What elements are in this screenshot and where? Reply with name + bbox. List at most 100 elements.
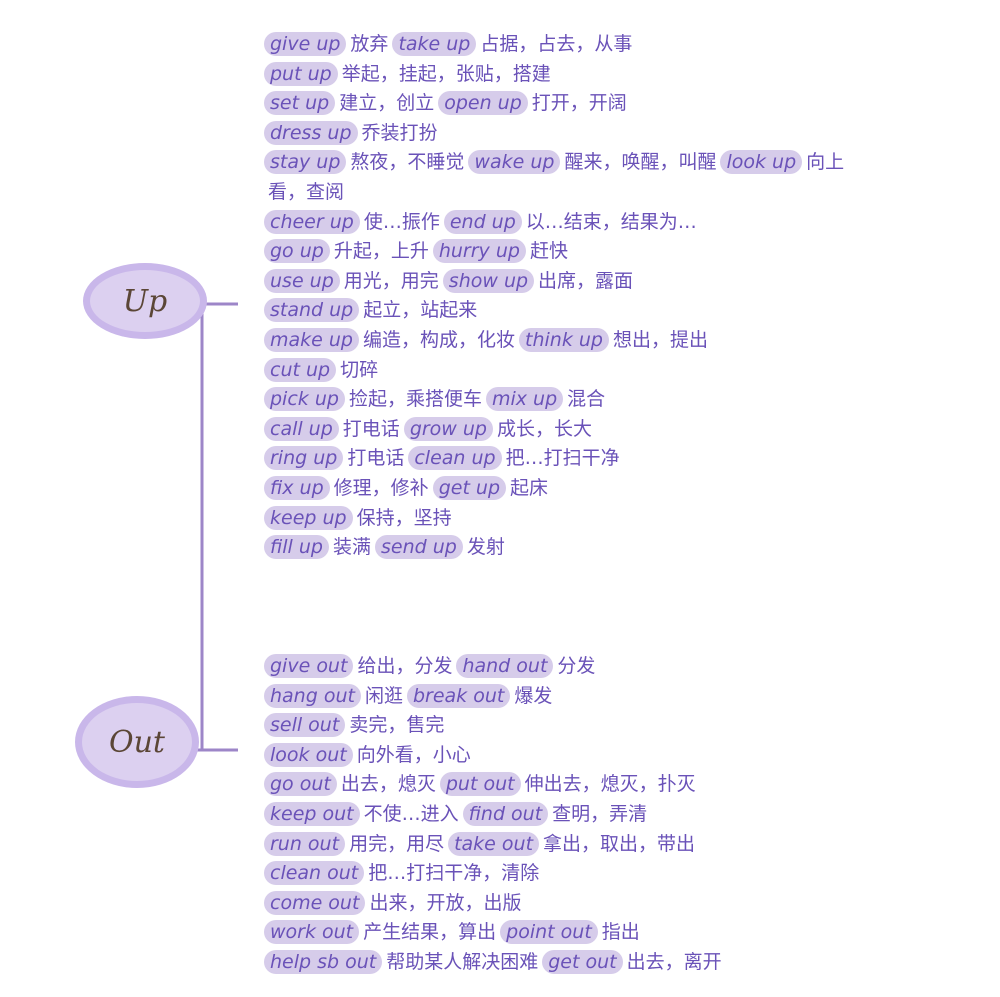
phrase-highlight: grow up (403, 416, 493, 441)
phrase-meaning: 用光，用完 (343, 269, 439, 292)
phrase-meaning: 打开，开阔 (531, 92, 627, 115)
phrase-meaning: 建立，创立 (339, 92, 435, 115)
phrase-highlight: cheer up (264, 209, 360, 234)
phrase-highlight: put up (264, 61, 338, 86)
phrase-highlight: fill up (264, 535, 329, 560)
phrase-highlight: take up (392, 32, 477, 56)
phrase-highlight: make up (264, 327, 359, 352)
phrase-meaning: 乔装打扮 (361, 121, 438, 144)
phrase-meaning: 出席，露面 (538, 269, 634, 292)
phrase-meaning: 修理，修补 (333, 476, 429, 499)
phrase-highlight: ring up (264, 446, 344, 471)
phrase-meaning: 爆发 (514, 684, 553, 707)
phrase-meaning: 出来，开放，出版 (369, 891, 522, 914)
phrase-meaning: 熬夜，不睡觉 (350, 151, 465, 174)
phrase-meaning: 装满 (332, 536, 371, 559)
phrase-highlight: get out (542, 949, 623, 974)
phrase-meaning: 出去，离开 (626, 950, 722, 973)
phrase-meaning: 占据，占去，从事 (480, 33, 633, 55)
phrase-meaning: 起立，站起来 (363, 299, 478, 322)
phrase-meaning: 发射 (466, 536, 505, 559)
phrase-meaning: 出去，熄灭 (340, 773, 436, 796)
phrase-highlight: go up (264, 239, 330, 264)
phrase-highlight: sell out (264, 713, 346, 738)
phrase-meaning: 保持，坚持 (356, 506, 452, 529)
phrase-meaning: 卖完，售完 (349, 714, 445, 737)
phrase-highlight: send up (375, 535, 463, 560)
phrase-meaning: 产生结果，算出 (363, 921, 497, 944)
phrase-highlight: clean up (408, 446, 502, 471)
phrase-highlight: open up (438, 91, 528, 116)
phrase-highlight: look up (720, 150, 803, 175)
phrase-highlight: stay up (264, 150, 347, 175)
node-out: Out (82, 703, 192, 781)
phrase-meaning: 向外看，小心 (356, 743, 471, 766)
phrase-meaning: 升起，上升 (333, 240, 429, 263)
phrase-meaning: 指出 (601, 921, 640, 944)
phrase-meaning: 用完，用尽 (349, 832, 445, 855)
phrase-meaning: 把…打扫干净，清除 (368, 862, 540, 885)
phrase-meaning: 切碎 (340, 358, 379, 381)
phrase-meaning: 想出，提出 (612, 328, 708, 351)
phrase-meaning: 放弃 (350, 33, 389, 55)
phrase-meaning: 看，查阅 (268, 180, 345, 203)
phrase-highlight: pick up (264, 387, 345, 412)
phrase-meaning: 拿出，取出，带出 (543, 832, 696, 855)
phrase-meaning: 打电话 (347, 447, 405, 470)
phrase-highlight: point out (500, 920, 598, 945)
phrase-meaning: 成长，长大 (497, 417, 593, 440)
phrase-meaning: 赶快 (529, 240, 568, 263)
phrase-meaning: 打电话 (342, 417, 400, 440)
phrase-highlight: keep out (264, 801, 360, 826)
phrase-meaning: 伸出去，熄灭，扑灭 (524, 773, 696, 796)
phrase-meaning: 起床 (510, 476, 549, 499)
phrase-highlight: cut up (264, 357, 337, 382)
phrase-highlight: work out (264, 920, 360, 945)
phrase-highlight: think up (519, 327, 609, 352)
phrase-highlight: dress up (264, 120, 358, 145)
node-up: Up (90, 270, 200, 332)
phrase-meaning: 混合 (567, 388, 606, 411)
phrase-highlight: stand up (264, 298, 360, 323)
phrase-highlight: go out (264, 772, 337, 797)
phrase-meaning: 分发 (557, 655, 596, 677)
phrase-meaning: 给出，分发 (357, 655, 453, 677)
phrase-highlight: get up (432, 475, 507, 500)
phrase-highlight: clean out (264, 861, 365, 886)
phrase-highlight: wake up (468, 150, 561, 175)
phrase-highlight: set up (264, 91, 336, 116)
phrase-meaning: 帮助某人解决困难 (386, 950, 539, 973)
phrase-highlight: run out (264, 831, 346, 856)
phrase-meaning: 捡起，乘搭便车 (348, 388, 482, 411)
phrase-meaning: 闲逛 (364, 684, 403, 707)
phrase-highlight: use up (264, 268, 340, 293)
phrase-meaning: 以…结束，结果为… (525, 210, 697, 233)
phrase-highlight: call up (264, 416, 339, 441)
phrase-highlight: hand out (456, 654, 554, 678)
phrase-highlight: hang out (264, 683, 361, 708)
phrase-highlight: hurry up (432, 239, 526, 264)
phrase-meaning: 醒来，唤醒，叫醒 (564, 151, 717, 174)
phrase-highlight: look out (264, 742, 353, 767)
phrase-highlight: give up (264, 32, 347, 56)
phrase-highlight: mix up (485, 387, 564, 412)
